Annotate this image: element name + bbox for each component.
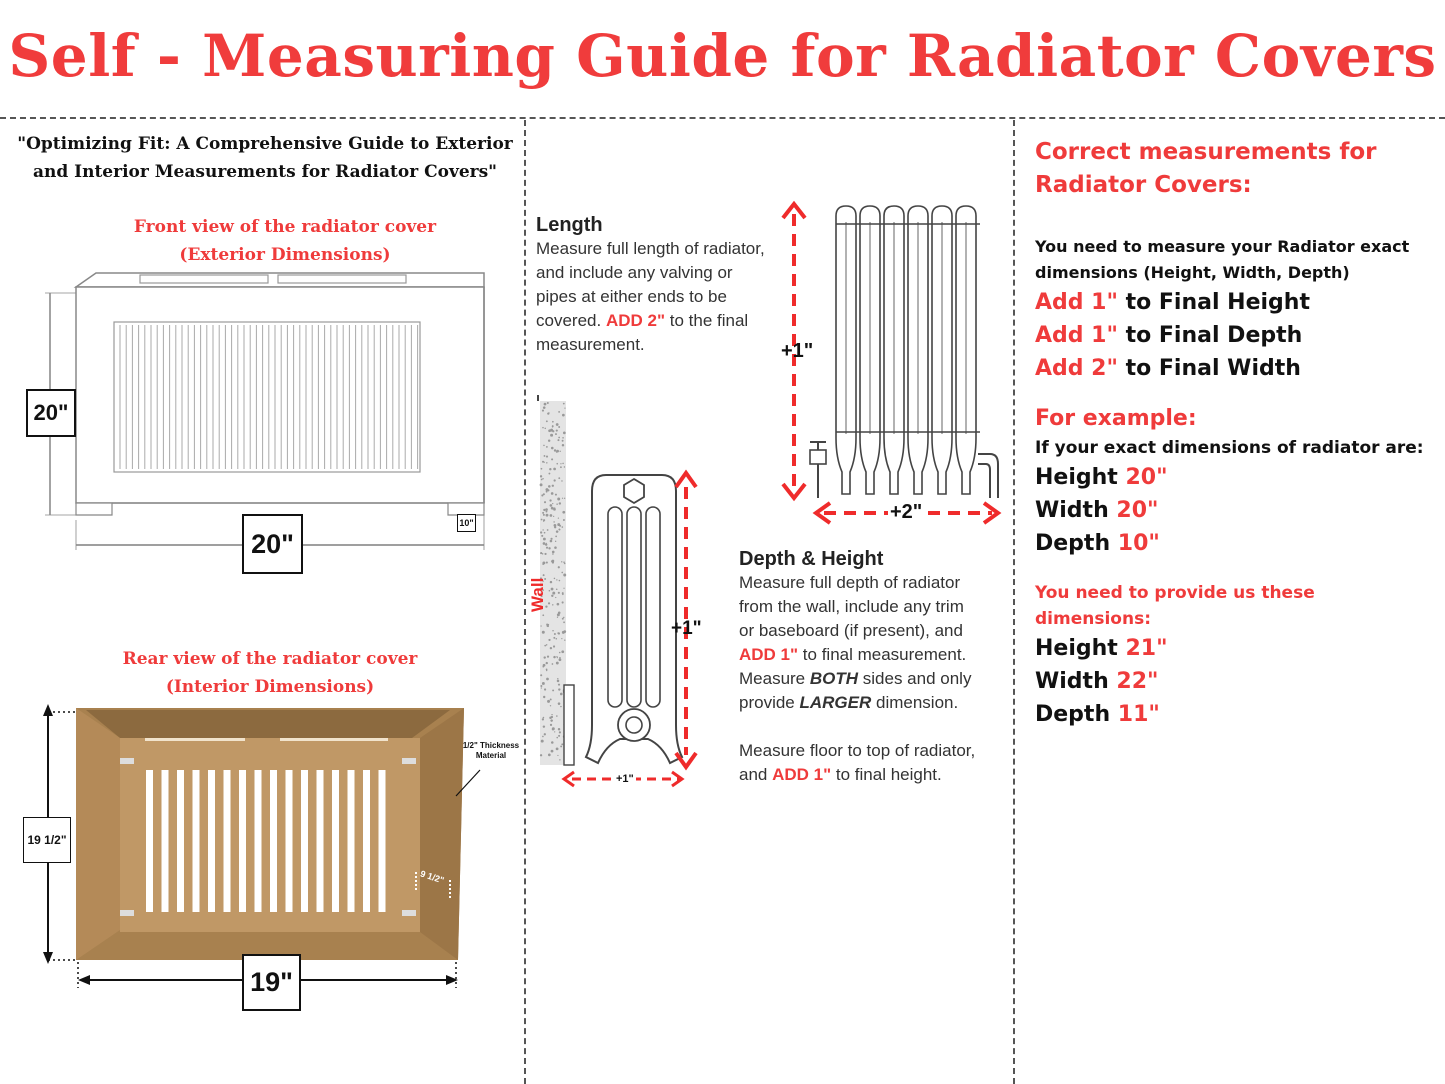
exact-depth-value: 10" (1117, 531, 1160, 556)
depth-line-2: from the wall, include any trim (739, 597, 964, 616)
wall-label: Wall (528, 577, 547, 612)
side-height-label: +1" (671, 618, 702, 639)
front-view-caption: Front view of the radiator cover (Exteri… (60, 213, 510, 269)
length-line-5: measurement. (536, 335, 645, 354)
both-pre: Measure (739, 669, 810, 688)
column-divider-left (524, 120, 526, 1084)
floor-add-1: ADD 1" (772, 765, 832, 784)
larger-post: dimension. (871, 693, 959, 712)
exact-width: Width 20" (1035, 494, 1435, 527)
provide-depth-label: Depth (1035, 702, 1118, 727)
floor-line-1: Measure floor to top of radiator, (739, 741, 976, 760)
front-depth-label: 10" (457, 514, 476, 532)
rule-depth: Add 1" to Final Depth (1035, 319, 1435, 352)
larger-pre: provide (739, 693, 800, 712)
exact-depth: Depth 10" (1035, 527, 1435, 560)
length-heading: Length (536, 214, 603, 236)
heading-line-2: Radiator Covers: (1035, 172, 1252, 198)
title-divider (0, 117, 1445, 119)
rule-width-text: to Final Width (1117, 356, 1301, 381)
side-depth-label: +1" (614, 773, 636, 785)
length-line-2: and include any valving or (536, 263, 733, 282)
provide-depth: Depth 11" (1035, 698, 1435, 731)
rule-width: Add 2" to Final Width (1035, 352, 1435, 385)
rear-width-label: 19" (242, 954, 301, 1011)
exact-height-value: 20" (1125, 465, 1168, 490)
both-post: sides and only (858, 669, 972, 688)
provide-width: Width 22" (1035, 665, 1435, 698)
rear-view-caption: Rear view of the radiator cover (Interio… (60, 645, 480, 701)
exact-width-label: Width (1035, 498, 1117, 523)
intro-line-1: You need to measure your Radiator exact (1035, 237, 1410, 256)
rule-width-add: Add 2" (1035, 356, 1118, 381)
example-intro: If your exact dimensions of radiator are… (1035, 438, 1424, 458)
top-width-label: +2" (890, 501, 923, 523)
depth-height-section: Depth & Height Measure full depth of rad… (739, 548, 1011, 787)
provide-width-label: Width (1035, 669, 1117, 694)
instructions-heading: Correct measurements for Radiator Covers… (1035, 136, 1435, 202)
front-caption-line-1: Front view of the radiator cover (133, 217, 437, 237)
page-title: Self - Measuring Guide for Radiator Cove… (8, 22, 1437, 90)
guide-subtitle: "Optimizing Fit: A Comprehensive Guide t… (10, 130, 520, 186)
rule-depth-text: to Final Depth (1117, 323, 1303, 348)
floor-post: to final height. (831, 765, 942, 784)
depth-heading: Depth & Height (739, 548, 884, 570)
depth-add-1: ADD 1" (739, 645, 799, 664)
front-caption-line-2: (Exterior Dimensions) (179, 245, 391, 265)
floor-pre: and (739, 765, 773, 784)
provide-heading: You need to provide us these dimensions: (1035, 583, 1315, 629)
rear-cover-drawing (43, 704, 481, 988)
depth-line-4: ADD 1" to final measurement. (739, 643, 1011, 667)
instructions-intro: You need to measure your Radiator exact … (1035, 234, 1435, 286)
length-line-4-pre: covered. (536, 311, 606, 330)
top-height-label: +1" (781, 340, 814, 362)
length-line-1: Measure full length of radiator, (536, 239, 765, 258)
front-cover-drawing (45, 272, 485, 550)
length-add-2: ADD 2" (605, 311, 666, 330)
depth-line-6: provide LARGER dimension. (739, 691, 1011, 715)
rule-depth-add: Add 1" (1035, 323, 1118, 348)
intro-line-2: dimensions (Height, Width, Depth) (1035, 263, 1350, 282)
front-height-label: 20" (26, 389, 76, 437)
thickness-note-line-1: 1/2" Thickness (462, 741, 520, 750)
heading-line-1: Correct measurements for (1035, 139, 1377, 165)
column-divider-right (1013, 120, 1015, 1084)
example-heading: For example: (1035, 406, 1197, 431)
provide-depth-value: 11" (1117, 702, 1160, 727)
length-line-4-post: to the final (665, 311, 749, 330)
instructions-panel: Correct measurements for Radiator Covers… (1035, 136, 1435, 731)
provide-height-value: 21" (1125, 636, 1168, 661)
depth-line-4-post: to final measurement. (798, 645, 967, 664)
subtitle-line-1: "Optimizing Fit: A Comprehensive Guide t… (17, 134, 513, 154)
provide-height-label: Height (1035, 636, 1126, 661)
larger-emphasis: LARGER (799, 693, 872, 712)
length-line-4: covered. ADD 2" to the final (536, 309, 796, 333)
subtitle-line-2: and Interior Measurements for Radiator C… (32, 162, 498, 182)
exact-height-label: Height (1035, 465, 1126, 490)
rear-caption-line-1: Rear view of the radiator cover (122, 649, 418, 669)
length-section: Length Measure full length of radiator, … (536, 214, 796, 357)
radiator-side-drawing (537, 395, 698, 788)
rule-height-text: to Final Height (1117, 290, 1310, 315)
exact-width-value: 20" (1116, 498, 1159, 523)
length-line-3: pipes at either ends to be (536, 287, 727, 306)
floor-line-2: and ADD 1" to final height. (739, 763, 1011, 787)
exact-height: Height 20" (1035, 461, 1435, 494)
rear-caption-line-2: (Interior Dimensions) (165, 677, 375, 697)
exact-depth-label: Depth (1035, 531, 1118, 556)
thickness-note: 1/2" Thickness Material (456, 741, 526, 761)
provide-width-value: 22" (1116, 669, 1159, 694)
both-emphasis: BOTH (809, 669, 859, 688)
depth-line-5: Measure BOTH sides and only (739, 667, 1011, 691)
depth-line-3: or baseboard (if present), and (739, 621, 963, 640)
rear-height-label: 19 1/2" (23, 817, 71, 863)
rule-height-add: Add 1" (1035, 290, 1118, 315)
front-width-label: 20" (242, 514, 303, 574)
provide-height: Height 21" (1035, 632, 1435, 665)
radiator-front-drawing (781, 200, 1002, 525)
rule-height: Add 1" to Final Height (1035, 286, 1435, 319)
depth-line-1: Measure full depth of radiator (739, 573, 961, 592)
thickness-note-line-2: Material (475, 751, 507, 760)
